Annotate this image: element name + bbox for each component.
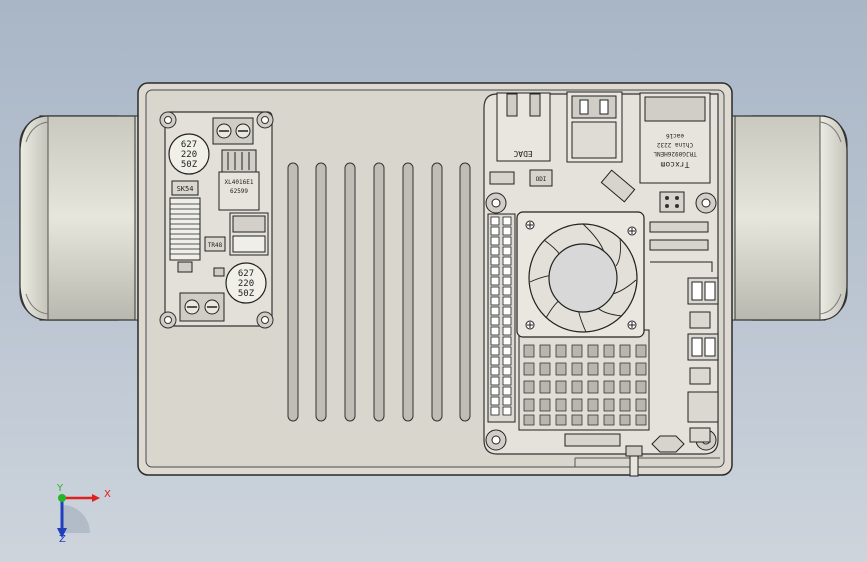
fan-hub: [548, 243, 618, 313]
z-axis-arrowhead: [57, 528, 67, 538]
module-label-4: eac16: [666, 132, 684, 139]
vent-slots: [287, 162, 471, 422]
regulator-label-2: 62599: [230, 188, 248, 195]
heatsink-fins: [523, 344, 647, 426]
inductor-1-line-1: 627: [181, 140, 197, 150]
inductor-1-line-2: 220: [181, 150, 197, 160]
small-chip-label: TR48: [208, 242, 223, 249]
inductor-2-line-2: 220: [238, 279, 254, 289]
module-label-2: TRJG0926HENL: [653, 150, 697, 157]
gpio-pins: [490, 216, 512, 416]
module-label-3: China 2232: [657, 141, 694, 148]
y-axis-label: Y: [56, 483, 64, 494]
inductor-1-line-3: 50Z: [181, 160, 198, 170]
left-handle: [19, 115, 146, 321]
cooling-fan: [528, 223, 638, 333]
inductor-2-line-3: 50Z: [238, 289, 255, 299]
diode-label: SK54: [177, 185, 194, 193]
eth-jack-label: EDAC: [513, 149, 532, 158]
x-axis-label: X: [104, 489, 111, 500]
led-label: ODI: [536, 176, 547, 183]
regulator-label-1: XL4016E1: [225, 179, 254, 186]
module-label-1: Trxcom: [660, 160, 689, 169]
z-axis-label: Z: [59, 534, 66, 545]
buck-converter-board: 627 220 50Z XL4016E1 62599 SK54 TR: [159, 111, 274, 329]
y-axis-dot: [58, 494, 66, 502]
x-axis-arrowhead: [92, 494, 100, 502]
right-handle: [724, 115, 848, 321]
coordinate-triad: X Y Z: [56, 483, 111, 545]
sbc-board: EDAC Trxcom TRJG0926HENL China 2232 eac1…: [483, 91, 719, 477]
inductor-2-line-1: 627: [238, 269, 254, 279]
